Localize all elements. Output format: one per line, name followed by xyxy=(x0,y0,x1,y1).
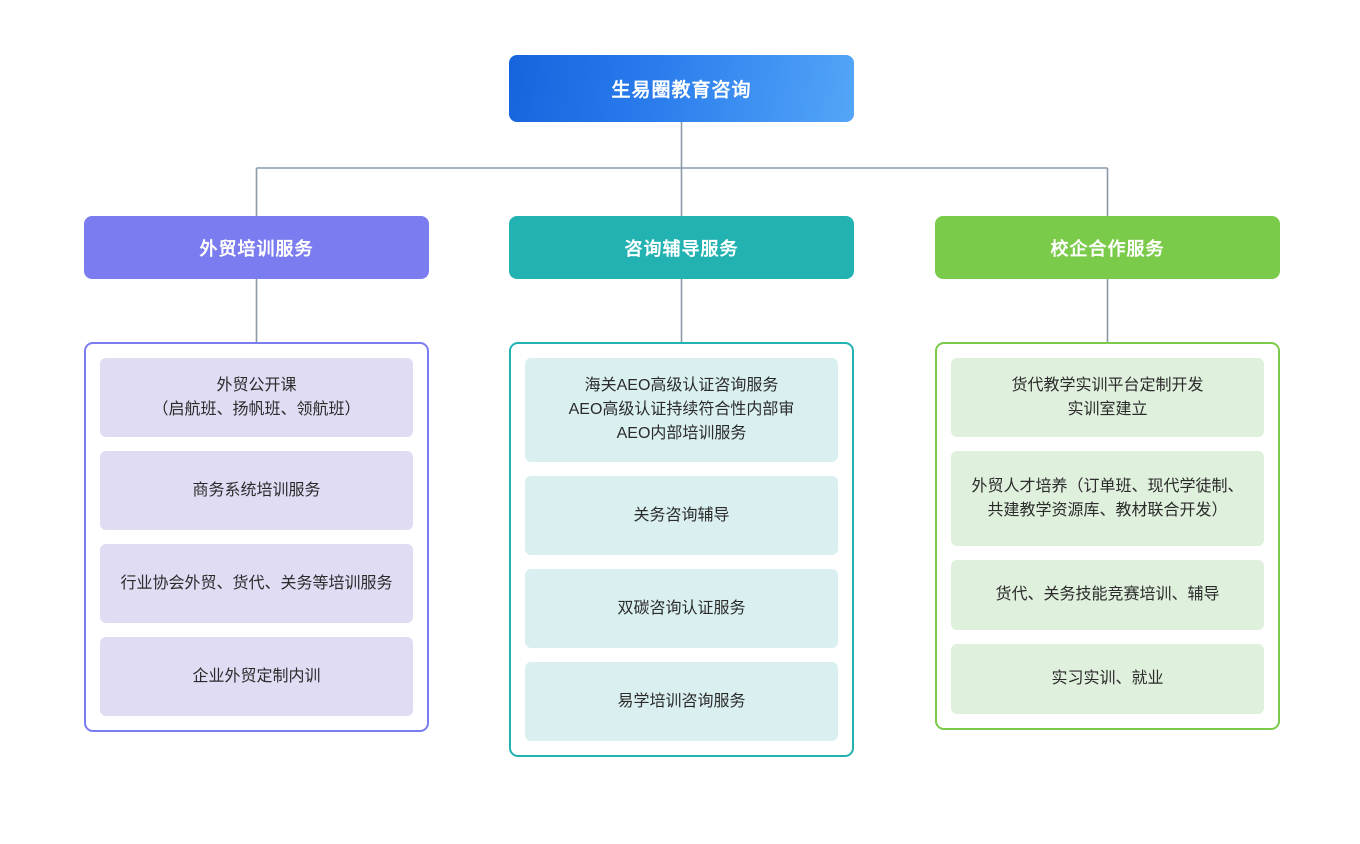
branch-header-2[interactable]: 校企合作服务 xyxy=(935,216,1280,279)
branch-body-1: 海关AEO高级认证咨询服务 AEO高级认证持续符合性内部审 AEO内部培训服务 … xyxy=(509,342,854,757)
leaf-item[interactable]: 货代、关务技能竞赛培训、辅导 xyxy=(951,560,1264,630)
root-node-label: 生易圈教育咨询 xyxy=(611,80,752,101)
leaf-item[interactable]: 货代教学实训平台定制开发 实训室建立 xyxy=(951,358,1264,437)
leaf-item[interactable]: 行业协会外贸、货代、关务等培训服务 xyxy=(100,544,413,623)
branch-header-label-0: 外贸培训服务 xyxy=(199,238,314,259)
root-node[interactable]: 生易圈教育咨询 xyxy=(509,55,854,122)
leaf-item[interactable]: 易学培训咨询服务 xyxy=(525,662,838,741)
leaf-item[interactable]: 外贸公开课 （启航班、扬帆班、领航班） xyxy=(100,358,413,437)
branch-header-label-1: 咨询辅导服务 xyxy=(624,238,739,259)
branch-header-label-2: 校企合作服务 xyxy=(1050,238,1165,259)
branch-header-0[interactable]: 外贸培训服务 xyxy=(84,216,429,279)
branch-header-1[interactable]: 咨询辅导服务 xyxy=(509,216,854,279)
leaf-item[interactable]: 双碳咨询认证服务 xyxy=(525,569,838,648)
leaf-item[interactable]: 外贸人才培养（订单班、现代学徒制、共建教学资源库、教材联合开发） xyxy=(951,451,1264,546)
branch-column-2: 校企合作服务 货代教学实训平台定制开发 实训室建立 外贸人才培养（订单班、现代学… xyxy=(935,216,1280,730)
leaf-item[interactable]: 商务系统培训服务 xyxy=(100,451,413,530)
branch-column-0: 外贸培训服务 外贸公开课 （启航班、扬帆班、领航班） 商务系统培训服务 行业协会… xyxy=(84,216,429,732)
leaf-item[interactable]: 企业外贸定制内训 xyxy=(100,637,413,716)
branch-body-0: 外贸公开课 （启航班、扬帆班、领航班） 商务系统培训服务 行业协会外贸、货代、关… xyxy=(84,342,429,732)
leaf-item[interactable]: 实习实训、就业 xyxy=(951,644,1264,714)
leaf-item[interactable]: 关务咨询辅导 xyxy=(525,476,838,555)
branch-column-1: 咨询辅导服务 海关AEO高级认证咨询服务 AEO高级认证持续符合性内部审 AEO… xyxy=(509,216,854,757)
leaf-item[interactable]: 海关AEO高级认证咨询服务 AEO高级认证持续符合性内部审 AEO内部培训服务 xyxy=(525,358,838,462)
branch-body-2: 货代教学实训平台定制开发 实训室建立 外贸人才培养（订单班、现代学徒制、共建教学… xyxy=(935,342,1280,730)
